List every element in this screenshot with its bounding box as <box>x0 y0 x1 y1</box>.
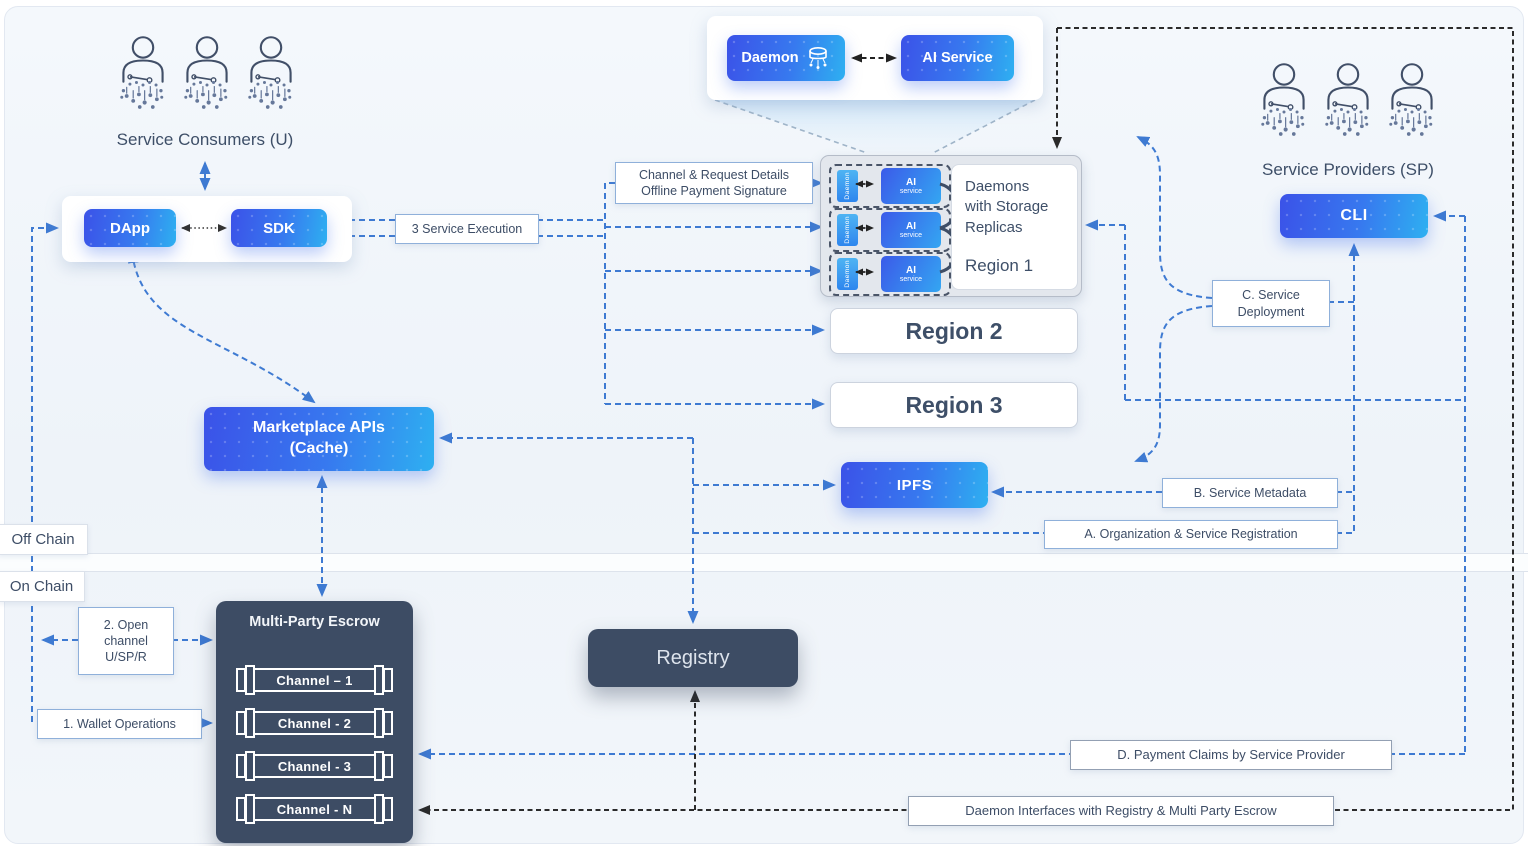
service-execution-label: 3 Service Execution <box>395 214 539 244</box>
region1-label: Region 1 <box>965 255 1034 275</box>
ai-service-small-node[interactable]: AI service <box>881 212 941 248</box>
dapp-node[interactable]: DApp <box>84 209 176 247</box>
service-deployment-label: C. Service Deployment <box>1212 280 1330 327</box>
daemon-interfaces-label: Daemon Interfaces with Registry & Multi … <box>908 796 1334 826</box>
region3-node[interactable]: Region 3 <box>830 382 1078 428</box>
marketplace-node[interactable]: Marketplace APIs (Cache) <box>204 407 434 471</box>
daemon-replica-group: Daemon AI service <box>829 252 951 296</box>
registry-node[interactable]: Registry <box>588 629 798 687</box>
multi-party-escrow-panel[interactable]: Multi-Party Escrow Channel – 1 Channel -… <box>216 601 413 843</box>
off-chain-label: Off Chain <box>0 524 88 555</box>
ai-service-small-node[interactable]: AI service <box>881 256 941 292</box>
daemon-small-node[interactable]: Daemon <box>837 214 858 246</box>
person-icon <box>176 28 238 124</box>
person-icon <box>112 28 174 124</box>
service-metadata-label: B. Service Metadata <box>1162 478 1338 508</box>
channel-3[interactable]: Channel - 3 <box>236 751 393 781</box>
open-channel-label: 2. Open channel U/SP/R <box>78 607 174 675</box>
daemon-replica-group: Daemon AI service <box>829 208 951 252</box>
database-icon <box>808 46 827 69</box>
person-icon <box>1317 55 1379 151</box>
escrow-title: Multi-Party Escrow <box>249 614 380 630</box>
service-providers-icons <box>1253 55 1443 151</box>
consumer-apps-panel: DApp SDK <box>62 196 352 262</box>
person-icon <box>1253 55 1315 151</box>
on-chain-label: On Chain <box>0 571 85 602</box>
channel-request-label: Channel & Request Details Offline Paymen… <box>615 162 813 204</box>
service-consumers-icons <box>112 28 302 124</box>
channel-n[interactable]: Channel - N <box>236 794 393 824</box>
daemon-callout: Daemon AI Service <box>707 16 1043 100</box>
org-registration-label: A. Organization & Service Registration <box>1044 520 1338 549</box>
cli-node[interactable]: CLI <box>1280 194 1428 238</box>
service-providers-label: Service Providers (SP) <box>1262 160 1434 179</box>
channel-1[interactable]: Channel – 1 <box>236 665 393 695</box>
wallet-operations-label: 1. Wallet Operations <box>37 709 202 739</box>
ipfs-node[interactable]: IPFS <box>841 462 988 508</box>
sdk-node[interactable]: SDK <box>231 209 327 247</box>
daemon-small-node[interactable]: Daemon <box>837 170 858 202</box>
ai-service-node[interactable]: AI Service <box>901 35 1014 81</box>
ai-service-small-node[interactable]: AI service <box>881 168 941 204</box>
payment-claims-label: D. Payment Claims by Service Provider <box>1070 740 1392 770</box>
chain-divider <box>0 553 1528 572</box>
channel-2[interactable]: Channel - 2 <box>236 708 393 738</box>
daemon-small-node[interactable]: Daemon <box>837 258 858 290</box>
service-consumers-label: Service Consumers (U) <box>116 130 294 149</box>
region1-panel: Daemon AI service Daemon AI service Daem… <box>820 155 1082 297</box>
person-icon <box>240 28 302 124</box>
region1-note: Daemons with Storage Replicas Region 1 <box>951 164 1078 290</box>
person-icon <box>1381 55 1443 151</box>
region2-node[interactable]: Region 2 <box>830 308 1078 354</box>
daemon-node[interactable]: Daemon <box>727 35 845 81</box>
daemon-replica-group: Daemon AI service <box>829 164 951 208</box>
